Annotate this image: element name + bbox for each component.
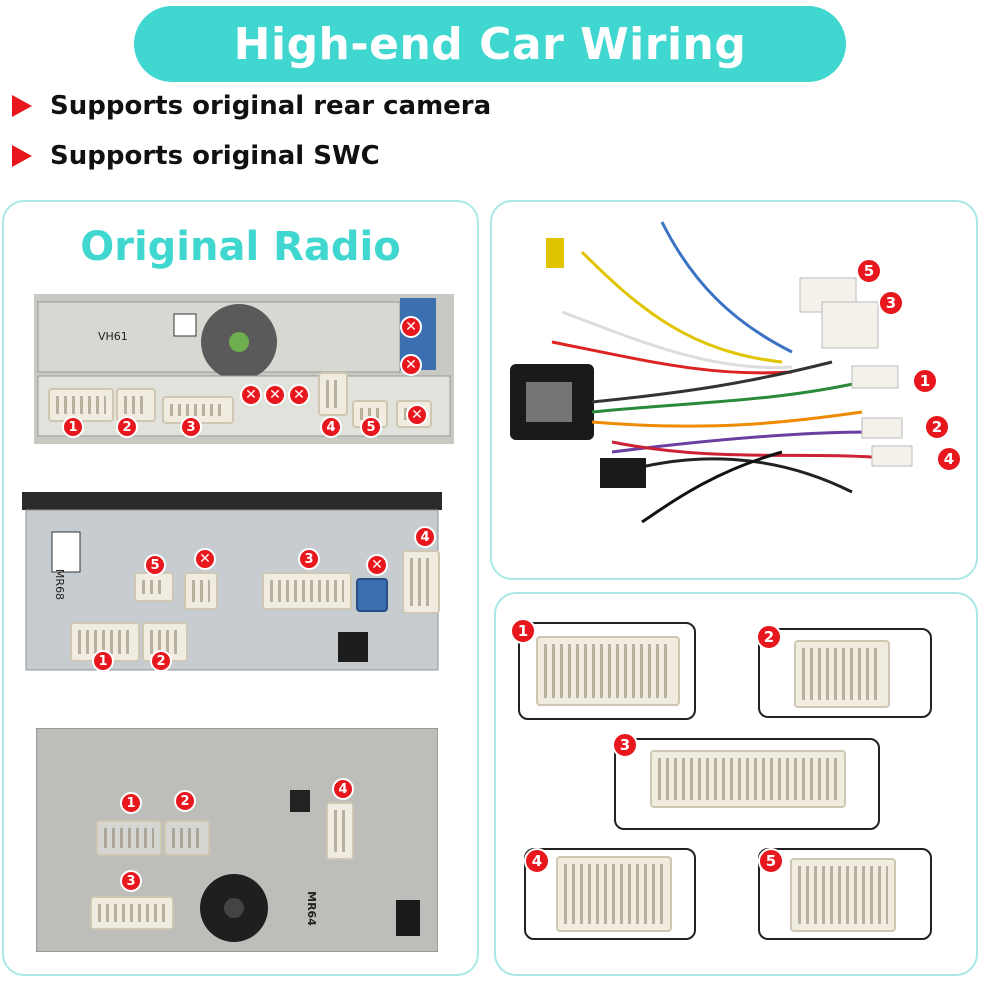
connector-badge-1: 1	[62, 416, 84, 438]
connector	[794, 640, 890, 708]
connector-badge-3: 3	[298, 548, 320, 570]
connector-badge-2: 2	[116, 416, 138, 438]
connector	[356, 578, 388, 612]
connector	[790, 858, 896, 932]
connector-closeup-1	[518, 622, 696, 720]
red-triangle-icon	[12, 145, 32, 167]
connector-badge-5: 5	[360, 416, 382, 438]
connector-badge-4: 4	[524, 848, 550, 874]
feature-label: Supports original rear camera	[50, 91, 492, 121]
connector-badge-2: 2	[174, 790, 196, 812]
connector	[402, 550, 440, 614]
red-triangle-icon	[12, 95, 32, 117]
feature-item: Supports original rear camera	[12, 86, 491, 126]
connector-badge-3: 3	[612, 732, 638, 758]
connector-badge-3: 3	[878, 290, 904, 316]
feature-label: Supports original SWC	[50, 141, 380, 171]
connector	[536, 636, 680, 706]
connector-badge-1: 1	[120, 792, 142, 814]
feature-item: Supports original SWC	[12, 136, 380, 176]
connector-badge-5: 5	[856, 258, 882, 284]
connector-badge-4: 4	[332, 778, 354, 800]
banner-title: High-end Car Wiring	[233, 18, 747, 70]
connector-badge-2: 2	[756, 624, 782, 650]
connector-badge-3: 3	[120, 870, 142, 892]
model-label: MR68	[53, 568, 67, 601]
unsupported-x-icon: ✕	[194, 548, 216, 570]
connector-closeup-3	[614, 738, 880, 830]
connector	[48, 388, 114, 422]
connector-badge-4: 4	[414, 526, 436, 548]
connector-badge-4: 4	[936, 446, 962, 472]
connector	[184, 572, 218, 610]
model-label: MR64	[304, 891, 318, 926]
connector	[318, 372, 348, 416]
wiring-harness-panel: 5 3 1 2 4	[490, 200, 978, 580]
unsupported-x-icon: ✕	[366, 554, 388, 576]
connector-badge-3: 3	[180, 416, 202, 438]
connector-badge-4: 4	[320, 416, 342, 438]
connector	[164, 820, 210, 856]
connector	[326, 802, 354, 860]
connector	[556, 856, 672, 932]
connector-closeup-4	[524, 848, 696, 940]
connector	[90, 896, 174, 930]
model-label: VH61	[98, 330, 128, 343]
original-radio-panel: Original Radio VH61 1 2 3 4 5 ✕ ✕ ✕ ✕ ✕ …	[2, 200, 479, 976]
connector	[96, 820, 162, 856]
connector-badge-5: 5	[758, 848, 784, 874]
connector-badge-2: 2	[150, 650, 172, 672]
unsupported-x-icon: ✕	[240, 384, 262, 406]
panel-title: Original Radio	[80, 224, 401, 270]
unsupported-x-icon: ✕	[400, 316, 422, 338]
connector-badge-1: 1	[92, 650, 114, 672]
connector	[134, 572, 174, 602]
connector-badge-2: 2	[924, 414, 950, 440]
wiring-harness-photo	[510, 221, 913, 524]
unsupported-x-icon: ✕	[400, 354, 422, 376]
connector-closeups-panel: 1 2 3 4 5	[494, 592, 978, 976]
connector-badge-1: 1	[912, 368, 938, 394]
connector-closeup-5	[758, 848, 932, 940]
unsupported-x-icon: ✕	[406, 404, 428, 426]
title-banner: High-end Car Wiring	[134, 6, 846, 82]
connector-closeup-2	[758, 628, 932, 718]
connector-badge-5: 5	[144, 554, 166, 576]
connector	[650, 750, 846, 808]
unsupported-x-icon: ✕	[288, 384, 310, 406]
unsupported-x-icon: ✕	[264, 384, 286, 406]
connector	[142, 622, 188, 662]
connector	[262, 572, 352, 610]
connector-badge-1: 1	[510, 618, 536, 644]
